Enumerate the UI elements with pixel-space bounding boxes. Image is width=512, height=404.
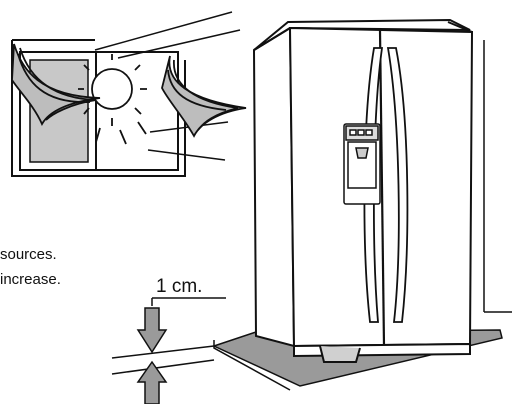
caption-line-1: sources. [0, 246, 57, 263]
water-dispenser [344, 124, 380, 204]
arrow-up-icon [138, 362, 166, 404]
caption-line-2: increase. [0, 271, 61, 288]
arrow-down-icon [138, 308, 166, 352]
clearance-label: 1 cm. [156, 276, 202, 298]
right-curtain [162, 56, 246, 136]
clearance-indicator [112, 298, 226, 374]
